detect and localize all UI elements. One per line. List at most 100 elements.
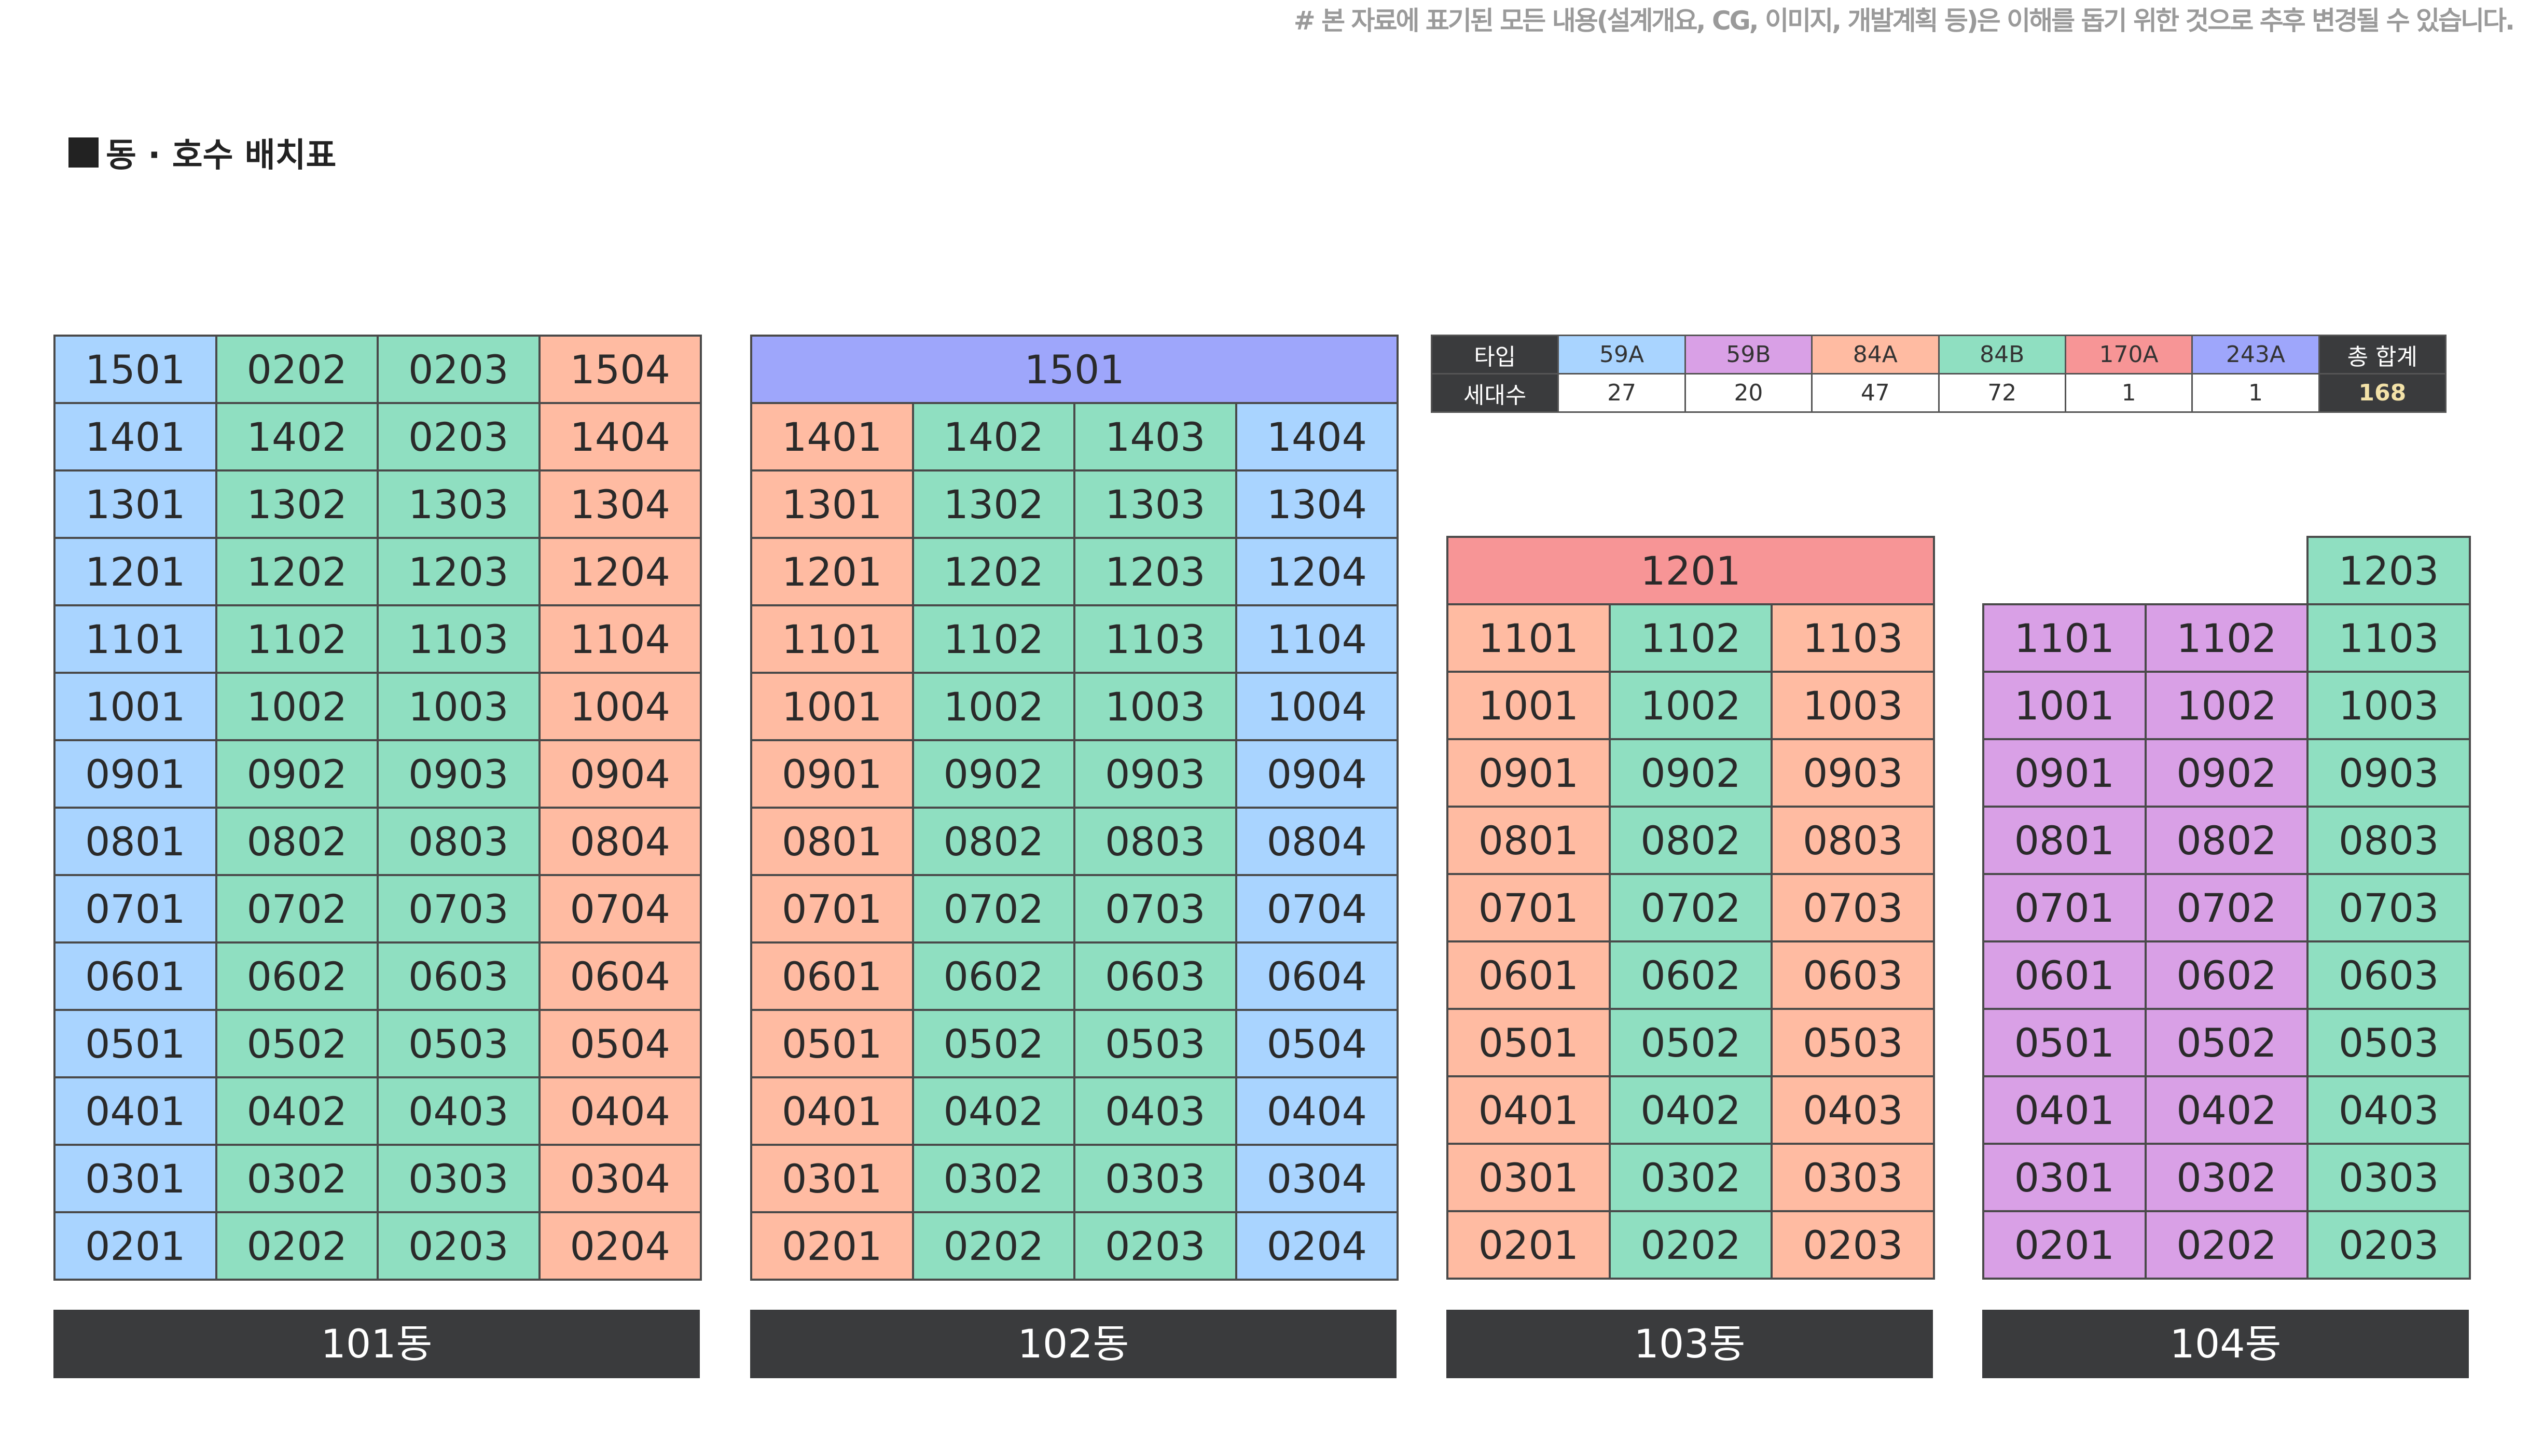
unit-cell: 1301: [750, 469, 914, 539]
unit-cell: 1103: [1073, 604, 1237, 674]
unit-cell: 1102: [911, 604, 1075, 674]
unit-cell: 0202: [1608, 1210, 1773, 1280]
unit-cell: 1302: [911, 469, 1075, 539]
unit-cell: 0501: [750, 1009, 914, 1078]
unit-cell: 0402: [911, 1076, 1075, 1146]
unit-cell: 0503: [1073, 1009, 1237, 1078]
unit-cell: 0701: [53, 874, 217, 944]
unit-cell: 1003: [1771, 671, 1935, 740]
unit-cell: 0203: [377, 1211, 541, 1281]
unit-cell: 0503: [1771, 1008, 1935, 1077]
unit-cell: 0403: [1073, 1076, 1237, 1146]
unit-cell: 1101: [1446, 603, 1611, 673]
unit-cell: 0803: [377, 807, 541, 876]
unit-cell: 0702: [2144, 873, 2309, 942]
disclaimer-text: # 본 자료에 표기된 모든 내용(설계개요, CG, 이미지, 개발계획 등)…: [1293, 6, 2515, 36]
unit-cell: 0503: [377, 1009, 541, 1078]
unit-cell: 0403: [2306, 1075, 2471, 1145]
unit-row: 1201: [1446, 536, 1935, 605]
unit-cell: 0201: [1446, 1210, 1611, 1280]
unit-cell: 0502: [911, 1009, 1075, 1078]
unit-cell: 0804: [1235, 807, 1399, 876]
unit-cell: 1002: [2144, 671, 2309, 740]
unit-cell: 0202: [911, 1211, 1075, 1281]
unit-cell: 0603: [377, 941, 541, 1011]
empty-cell: [1983, 537, 2146, 604]
unit-cell: 0901: [1446, 738, 1611, 808]
legend-type-170a: 170A: [2064, 335, 2193, 375]
unit-cell: 1202: [215, 537, 379, 606]
unit-cell: 1004: [538, 672, 702, 741]
unit-cell: 0803: [2306, 806, 2471, 875]
building-101-label: 101동: [53, 1310, 700, 1378]
unit-cell: 0701: [750, 874, 914, 944]
unit-cell: 0301: [750, 1144, 914, 1213]
unit-cell: 1204: [538, 537, 702, 606]
unit-cell: 0801: [750, 807, 914, 876]
unit-cell: 0203: [2306, 1210, 2471, 1280]
unit-cell: 0401: [1446, 1075, 1611, 1145]
unit-cell: 0301: [53, 1144, 217, 1213]
unit-cell: 0803: [1073, 807, 1237, 876]
building-102-label: 102동: [750, 1310, 1397, 1378]
unit-cell: 0402: [2144, 1075, 2309, 1145]
unit-cell: 1003: [1073, 672, 1237, 741]
unit-cell: 0402: [1608, 1075, 1773, 1145]
unit-cell: 0604: [538, 941, 702, 1011]
unit-cell: 0903: [377, 739, 541, 809]
unit-cell: 0201: [53, 1211, 217, 1281]
unit-cell: 0501: [1446, 1008, 1611, 1077]
legend-type-59b: 59B: [1684, 335, 1813, 375]
unit-cell: 1102: [1608, 603, 1773, 673]
unit-cell: 0201: [1982, 1210, 2147, 1280]
unit-cell: 0804: [538, 807, 702, 876]
unit-cell: 1001: [1446, 671, 1611, 740]
unit-cell: 0204: [1235, 1211, 1399, 1281]
unit-cell: 0703: [377, 874, 541, 944]
legend-count-243a: 1: [2191, 373, 2320, 413]
unit-cell: 0303: [1073, 1144, 1237, 1213]
unit-cell: 0401: [53, 1076, 217, 1146]
unit-cell: 0203: [377, 335, 541, 404]
unit-cell: 0203: [1771, 1210, 1935, 1280]
unit-cell: 0702: [911, 874, 1075, 944]
unit-cell: 1201: [750, 537, 914, 606]
unit-cell: 0404: [538, 1076, 702, 1146]
unit-cell: 1501: [53, 335, 217, 404]
section-title: 동 · 호수 배치표: [68, 127, 336, 178]
unit-cell: 1302: [215, 469, 379, 539]
unit-cell: 0502: [2144, 1008, 2309, 1077]
legend-total-header: 총 합계: [2318, 335, 2447, 375]
unit-cell: 0901: [1982, 738, 2147, 808]
unit-cell: 0403: [1771, 1075, 1935, 1145]
unit-cell: 0302: [2144, 1143, 2309, 1212]
unit-cell: 0602: [911, 941, 1075, 1011]
unit-cell: 1004: [1235, 672, 1399, 741]
unit-cell: 1001: [750, 672, 914, 741]
unit-cell: 0303: [377, 1144, 541, 1213]
